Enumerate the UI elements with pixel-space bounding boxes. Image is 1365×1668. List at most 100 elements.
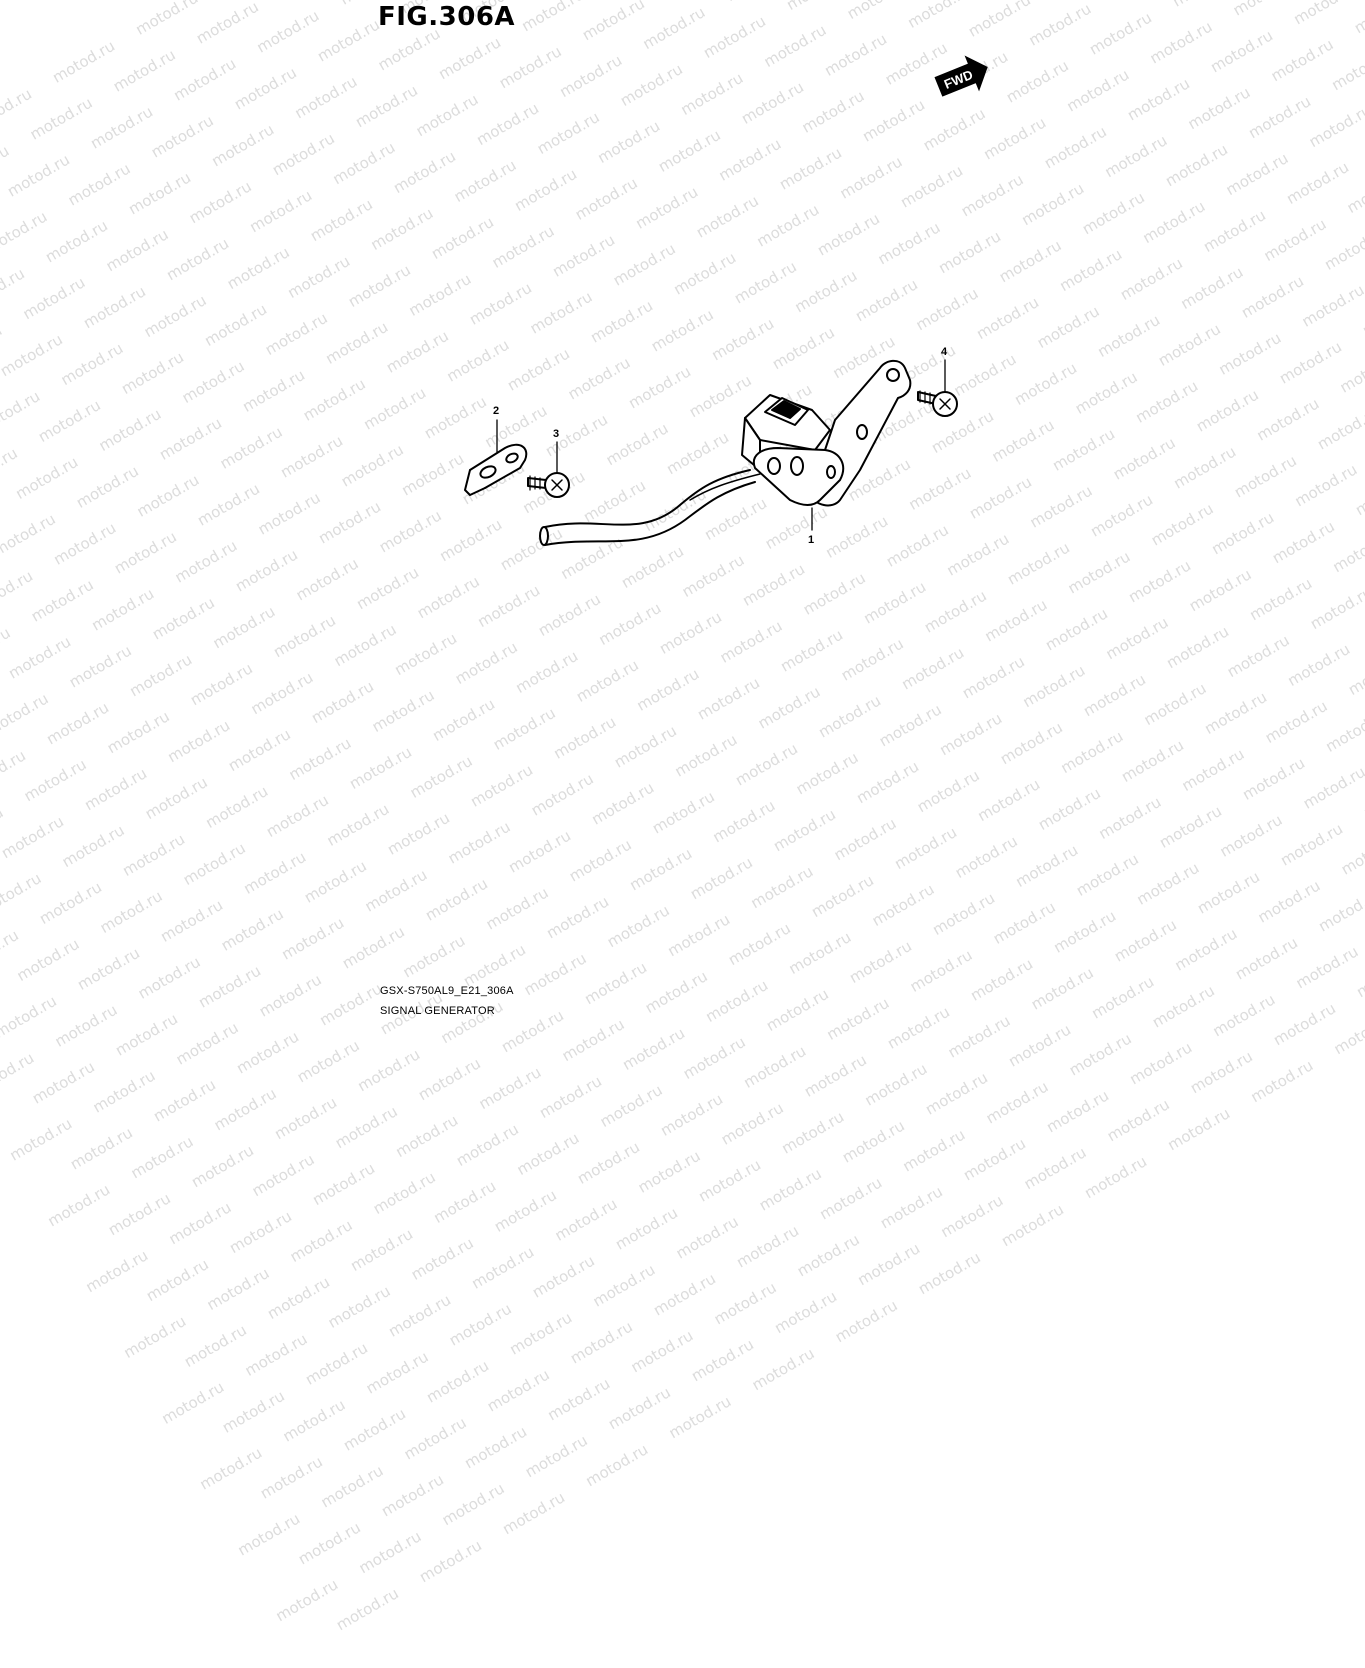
watermark-text: motod.ru (279, 1395, 349, 1446)
watermark-text: motod.ru (105, 1189, 174, 1240)
watermark-text: motod.ru (82, 1246, 152, 1297)
watermark-text: motod.ru (1187, 1047, 1256, 1098)
watermark-text: motod.ru (922, 1068, 991, 1119)
watermark-text: motod.ru (453, 1120, 522, 1170)
fwd-arrow-icon: FWD (934, 55, 988, 97)
watermark-text: motod.ru (665, 1392, 735, 1443)
watermark-text: motod.ru (302, 1338, 371, 1389)
watermark-text: motod.ru (521, 1431, 591, 1482)
part-1-signal-generator (741, 359, 912, 507)
watermark-text: motod.ru (1126, 1038, 1196, 1089)
watermark-text: motod.ru (355, 1527, 425, 1578)
part-2-clamp (464, 443, 528, 496)
watermark-text: motod.ru (915, 1248, 984, 1299)
callout-4: 4 (941, 346, 948, 358)
watermark-text: motod.ru (982, 1077, 1052, 1128)
watermark-text: motod.ru (475, 1063, 545, 1114)
watermark-text: motod.ru (181, 1320, 250, 1371)
parts-illustration: 1 2 3 4 (464, 346, 958, 546)
watermark-text: motod.ru (755, 1164, 825, 1215)
watermark-text: motod.ru (340, 1404, 409, 1455)
watermark-text: motod.ru (816, 1173, 886, 1224)
watermark-text: motod.ru (293, 1036, 363, 1087)
watermark-text: motod.ru (295, 1518, 364, 1569)
watermark-text: motod.ru (241, 1329, 311, 1380)
watermark-text: motod.ru (354, 1045, 424, 1096)
watermark-text: motod.ru (347, 1224, 417, 1275)
watermark-text: motod.ru (272, 1575, 342, 1626)
watermark-text: motod.ru (415, 1054, 484, 1105)
watermark-text: motod.ru (468, 1242, 538, 1293)
watermark-text: motod.ru (264, 1272, 333, 1323)
watermark-text: motod.ru (89, 1066, 159, 1117)
watermark-text: motod.ru (317, 1461, 387, 1512)
watermark-text: motod.ru (210, 1084, 280, 1135)
watermark-text: motod.ru (650, 1269, 719, 1320)
watermark-text: motod.ru (899, 1125, 969, 1176)
watermark-text: motod.ru (529, 1251, 598, 1302)
part-1-wire (539, 469, 761, 546)
watermark-text: motod.ru (506, 1308, 576, 1359)
watermark-text: motod.ru (551, 1194, 621, 1245)
figure-code: GSX-S750AL9_E21_306A (380, 985, 514, 997)
watermark-text: motod.ru (839, 1116, 908, 1167)
watermark-text: motod.ru (831, 1296, 901, 1347)
watermark-text: motod.ru (582, 1440, 652, 1491)
figure-title: FIG.306A (378, 2, 516, 32)
watermark-text: motod.ru (369, 1168, 439, 1218)
callout-1: 1 (808, 534, 814, 546)
watermark-text: motod.ru (150, 1075, 219, 1126)
watermark-text: motod.ru (120, 1312, 190, 1362)
watermark-text: motod.ru (793, 1230, 863, 1281)
watermark-text: motod.ru (536, 1072, 605, 1122)
watermark-text: motod.ru (513, 1128, 583, 1179)
watermark-text: motod.ru (778, 1107, 848, 1158)
watermark-text: motod.ru (362, 1347, 432, 1398)
watermark-text: motod.ru (461, 1422, 531, 1473)
watermark-text: motod.ru (574, 1137, 643, 1188)
watermark-text: motod.ru (271, 1093, 341, 1144)
watermark-text: motod.ru (499, 1488, 569, 1539)
watermark-text: motod.ru (877, 1182, 946, 1233)
watermark-text: motod.ru (430, 1176, 500, 1227)
watermark-text: motod.ru (695, 1155, 765, 1206)
watermark-text: motod.ru (1247, 1056, 1317, 1107)
callout-2: 2 (493, 405, 499, 417)
watermark-text: motod.ru (219, 1386, 288, 1437)
watermark-text: motod.ru (416, 1536, 485, 1587)
watermark-text: motod.ru (385, 1290, 455, 1341)
part-4-screw (917, 390, 958, 417)
watermark-text: motod.ru (257, 1452, 326, 1503)
watermark-text: motod.ru (0, 1048, 38, 1099)
watermark-text: motod.ru (733, 1221, 803, 1272)
watermark-text: motod.ru (605, 1383, 674, 1434)
watermark-text: motod.ru (589, 1260, 659, 1311)
watermark-text: motod.ru (1020, 1143, 1090, 1194)
watermark-text: motod.ru (333, 1584, 402, 1635)
watermark-text: motod.ru (324, 1281, 394, 1332)
watermark-text: motod.ru (67, 1123, 136, 1174)
watermark-text: motod.ru (567, 1317, 636, 1368)
watermark-text: motod.ru (771, 1287, 841, 1338)
watermark-text: motod.ru (29, 1057, 98, 1108)
watermark-text: motod.ru (937, 1191, 1007, 1242)
figure-name: SIGNAL GENERATOR (380, 1005, 495, 1017)
watermark-text: motod.ru (998, 1200, 1067, 1251)
watermark-text: motod.ru (400, 1413, 470, 1464)
watermark-text: motod.ru (378, 1470, 447, 1521)
watermark-text: motod.ru (544, 1374, 614, 1425)
watermark-text: motod.ru (710, 1278, 780, 1329)
watermark-text: motod.ru (1043, 1086, 1112, 1137)
watermark-text: motod.ru (491, 1185, 560, 1236)
watermark-text: motod.ru (596, 1080, 666, 1131)
watermark-text: motod.ru (861, 1059, 931, 1110)
watermark-text: motod.ru (627, 1326, 697, 1377)
watermark-text: motod.ru (248, 1150, 318, 1201)
watermark-text: motod.ru (196, 1443, 266, 1494)
watermark-text: motod.ru (234, 1509, 304, 1560)
watermark-text: motod.ru (672, 1212, 742, 1263)
part-3-screw (527, 472, 570, 498)
watermark-text: motod.ru (127, 1132, 197, 1183)
watermark-text: motod.ru (438, 1479, 508, 1530)
watermark-text: motod.ru (717, 1098, 787, 1149)
